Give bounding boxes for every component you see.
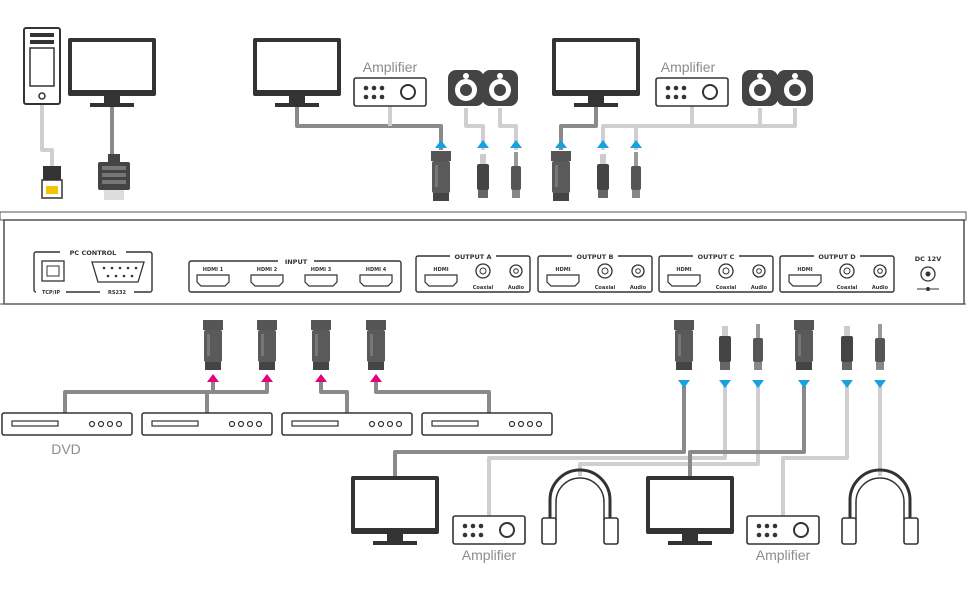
amplifier-top-left	[353, 77, 427, 107]
dvd-player-2	[141, 412, 273, 436]
output-a-coaxial-label: Coaxial	[473, 285, 494, 291]
speaker-top-right-1	[741, 69, 779, 107]
output-d-audio-label: Audio	[872, 285, 889, 291]
dvd-player-3	[281, 412, 413, 436]
speaker-top-left-2	[481, 69, 519, 107]
output-d-label: OUTPUT D	[818, 253, 856, 261]
rca-plug-top-b	[597, 154, 609, 198]
pc-control-label: PC CONTROL	[70, 249, 117, 257]
amplifier-bottom-right	[746, 515, 820, 545]
dc-label: DC 12V	[915, 255, 942, 263]
output-d-hdmi-label: HDMI	[797, 267, 812, 273]
hdmi-plug-output-c	[674, 320, 694, 370]
hdmi3-label: HDMI 3	[311, 267, 332, 273]
output-c-coaxial-label: Coaxial	[716, 285, 737, 291]
tv-top-left	[253, 38, 341, 107]
top-cables	[40, 104, 797, 168]
output-c-label: OUTPUT C	[698, 253, 735, 261]
jack-plug-top-a	[511, 152, 521, 198]
amplifier-top-right	[655, 77, 729, 107]
output-c-audio-label: Audio	[751, 285, 768, 291]
rca-plug-top-a	[477, 154, 489, 198]
output-a-label: OUTPUT A	[454, 253, 491, 261]
jack-plug-top-b	[631, 152, 641, 198]
tv-top-right	[552, 38, 640, 107]
dvd-label: DVD	[51, 441, 81, 457]
output-d-panel: OUTPUT D HDMI Coaxial Audio	[779, 252, 895, 293]
amplifier-top-right-label: Amplifier	[661, 59, 716, 75]
tv-bottom-right	[646, 476, 734, 545]
hdmi1-label: HDMI 1	[203, 267, 224, 273]
hdmi-input-ports	[196, 274, 393, 287]
hdmi-plug-input-2	[257, 320, 277, 370]
hdmi-plug-input-1	[203, 320, 223, 370]
vga-plug	[98, 154, 130, 200]
bottom-cables	[63, 380, 882, 518]
hdmi-plug-output-d	[794, 320, 814, 370]
dc-power-port	[917, 266, 939, 291]
output-a-audio-label: Audio	[508, 285, 525, 291]
input-arrows	[207, 374, 382, 382]
matrix-switcher-unit: PC CONTROL TCP/IP RS232 INPUT HDMI 1 HDM…	[0, 211, 967, 305]
tv-bottom-left	[351, 476, 439, 545]
headphones-bottom-left	[540, 468, 620, 546]
output-arrows-top	[435, 140, 642, 148]
output-b-panel: OUTPUT B HDMI Coaxial Audio	[537, 252, 653, 293]
hdmi4-label: HDMI 4	[366, 267, 387, 273]
speaker-top-left-1	[447, 69, 485, 107]
input-label: INPUT	[285, 258, 308, 266]
rca-plug-output-c	[719, 326, 731, 370]
dvd-player-1	[1, 412, 133, 436]
output-a-panel: OUTPUT A HDMI Coaxial Audio	[415, 252, 531, 293]
rs232-label: RS232	[108, 290, 126, 296]
output-c-panel: OUTPUT C HDMI Coaxial Audio	[658, 252, 774, 293]
jack-plug-output-d	[875, 324, 885, 370]
hdmi-plug-top-b	[551, 151, 571, 201]
hdmi-plug-top-a	[431, 151, 451, 201]
amplifier-bottom-right-label: Amplifier	[756, 547, 811, 563]
output-b-audio-label: Audio	[630, 285, 647, 291]
output-b-coaxial-label: Coaxial	[595, 285, 616, 291]
rj45-plug	[41, 166, 63, 199]
hdmi2-label: HDMI 2	[257, 267, 278, 273]
pc-tower	[23, 27, 61, 105]
rs232-port	[91, 261, 145, 283]
output-c-hdmi-label: HDMI	[676, 267, 691, 273]
output-b-label: OUTPUT B	[577, 253, 614, 261]
amplifier-bottom-left-label: Amplifier	[462, 547, 517, 563]
speaker-top-right-2	[776, 69, 814, 107]
rca-plug-output-d	[841, 326, 853, 370]
jack-plug-output-c	[753, 324, 763, 370]
amplifier-top-left-label: Amplifier	[363, 59, 418, 75]
headphones-bottom-right	[840, 468, 920, 546]
amplifier-bottom-left	[452, 515, 526, 545]
dvd-player-4	[421, 412, 553, 436]
hdmi-plug-input-4	[366, 320, 386, 370]
rj45-port	[41, 260, 65, 282]
hdmi-plug-input-3	[311, 320, 331, 370]
tcpip-label: TCP/IP	[42, 290, 60, 296]
output-a-hdmi-label: HDMI	[433, 267, 448, 273]
output-d-coaxial-label: Coaxial	[837, 285, 858, 291]
output-arrows-bottom	[678, 380, 886, 388]
pc-monitor	[68, 38, 156, 107]
output-b-hdmi-label: HDMI	[555, 267, 570, 273]
